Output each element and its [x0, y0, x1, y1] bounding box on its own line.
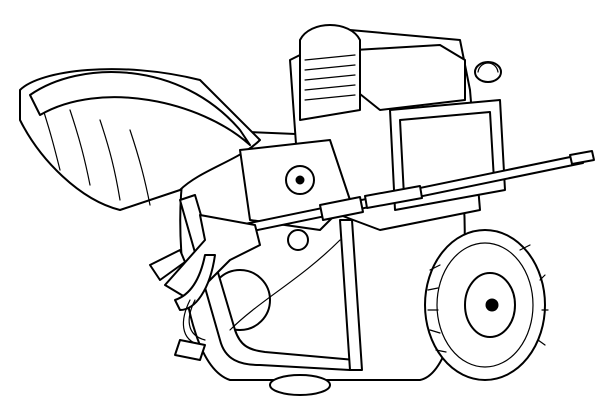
engine [289, 24, 506, 231]
tool-tray [19, 68, 261, 211]
spray-gun [149, 214, 261, 311]
spray-wand [239, 150, 595, 234]
handle-frame [179, 194, 363, 371]
wheel [424, 229, 549, 381]
hose [174, 239, 341, 361]
